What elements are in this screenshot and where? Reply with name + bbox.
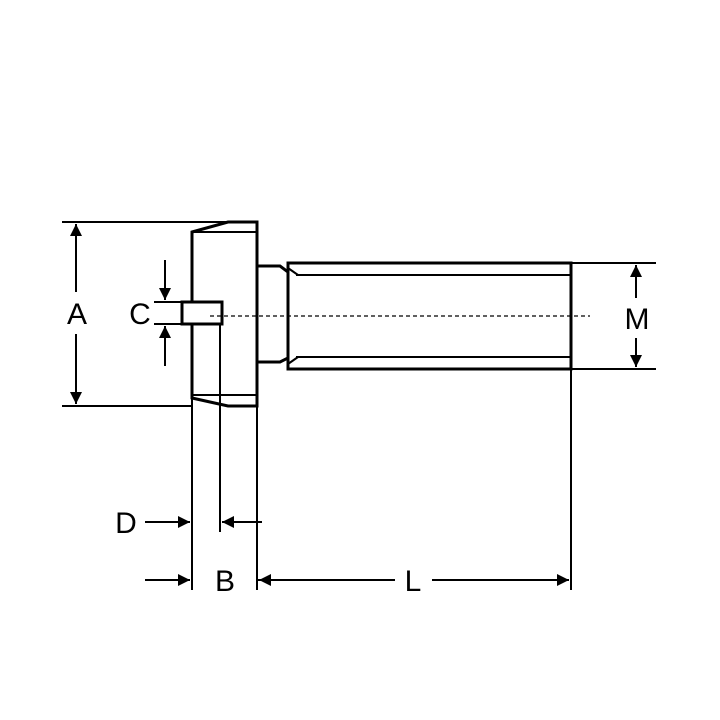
label-b: B [215, 565, 235, 598]
label-m: M [625, 303, 650, 336]
thread-start-bottom [287, 356, 299, 365]
label-d: D [115, 507, 137, 540]
screw-neck [255, 264, 290, 364]
label-l: L [405, 565, 422, 598]
head-slot [180, 300, 224, 326]
dimension-labels: A C M D B L [60, 292, 654, 598]
extension-lines [62, 221, 656, 590]
label-a: A [67, 298, 87, 331]
label-c: C [129, 298, 151, 331]
dimension-lines [70, 224, 642, 586]
screw-shank [210, 261, 590, 371]
neck-outline [255, 264, 290, 364]
thread-start-top [287, 267, 299, 276]
